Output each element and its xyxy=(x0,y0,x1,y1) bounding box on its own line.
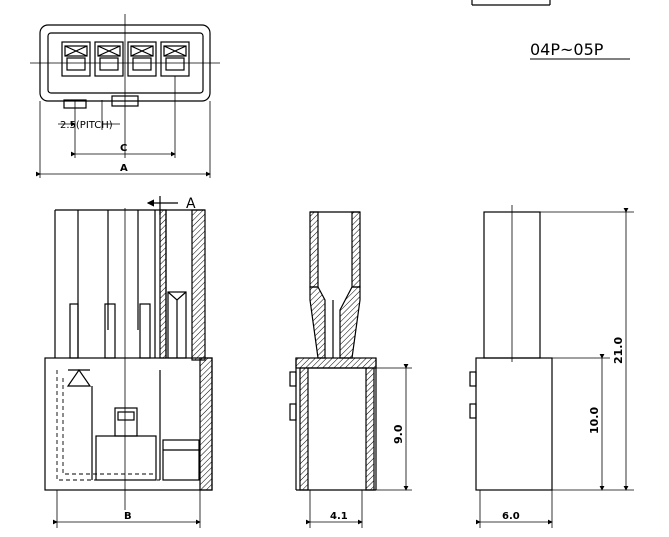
side-view xyxy=(289,211,412,528)
dim-b-label: B xyxy=(124,511,132,522)
dim-total-height-label: 21.0 xyxy=(612,337,625,364)
dim-a-label: A xyxy=(120,163,128,174)
top-frame-fragment xyxy=(471,0,551,6)
pin-cavity xyxy=(61,41,91,77)
variant-label: 04P~05P xyxy=(530,40,604,59)
dim-side-height-label: 9.0 xyxy=(392,424,405,444)
dim-side-width-label: 4.1 xyxy=(330,511,348,522)
pin-cavity xyxy=(127,41,157,77)
top-view xyxy=(30,14,220,178)
front-view xyxy=(44,196,213,528)
pin-cavity xyxy=(160,41,190,77)
section-marker: A xyxy=(186,196,196,212)
dim-c-label: C xyxy=(120,143,127,154)
right-view xyxy=(469,205,634,528)
pin-cavity xyxy=(94,41,124,77)
pitch-label: 2.5(PITCH) xyxy=(60,120,113,131)
dim-right-width-label: 6.0 xyxy=(502,511,520,522)
dim-body-height-label: 10.0 xyxy=(588,407,601,434)
